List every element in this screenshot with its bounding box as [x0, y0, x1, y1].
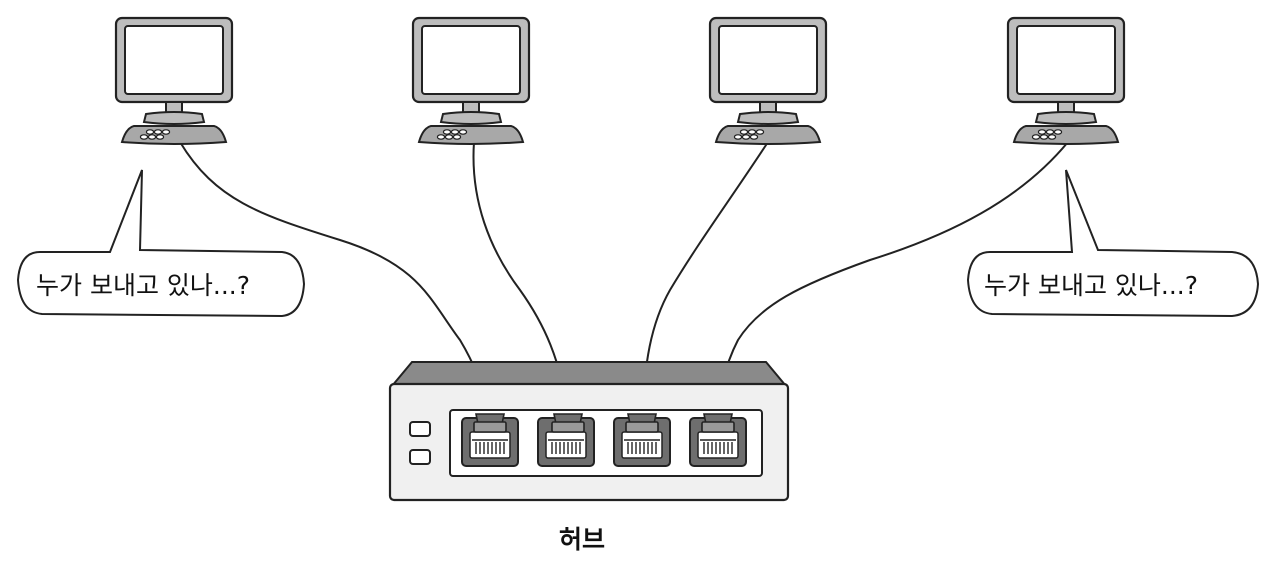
speech-bubble-left: 누가 보내고 있나...? — [16, 169, 306, 318]
hub-led-1 — [409, 421, 431, 437]
computer-2 — [411, 16, 531, 146]
cable-plug-2 — [551, 413, 585, 433]
computer-4 — [1006, 16, 1126, 146]
computers — [114, 16, 1126, 146]
speech-bubble-left-text: 누가 보내고 있나...? — [36, 271, 250, 300]
hub-label: 허브 — [559, 525, 605, 554]
cable-plug-1 — [473, 413, 507, 433]
speech-bubble-right: 누가 보내고 있나...? — [966, 169, 1260, 318]
cable-plug-3 — [625, 413, 659, 433]
cable-plug-4 — [701, 413, 735, 433]
computer-3 — [708, 16, 828, 146]
hub — [388, 361, 790, 502]
speech-bubble-right-text: 누가 보내고 있나...? — [984, 271, 1198, 300]
hub-led-2 — [409, 449, 431, 465]
computer-1 — [114, 16, 234, 146]
